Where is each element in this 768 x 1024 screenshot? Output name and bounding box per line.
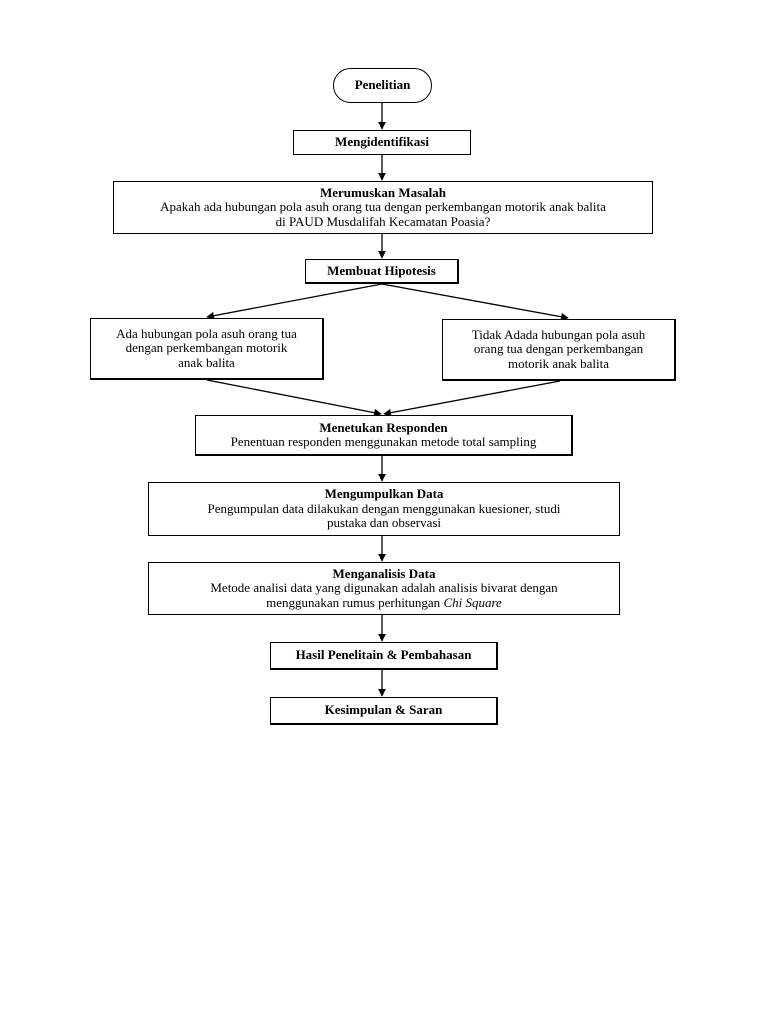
collect-line-1: Pengumpulan data dilakukan dengan menggu… xyxy=(207,500,561,516)
hypothesis-yes-line-2: dengan perkembangan motorik xyxy=(125,340,288,356)
hypothesis-yes-line-1: Ada hubungan pola asuh orang tua xyxy=(116,325,297,341)
start-terminal: Penelitian xyxy=(333,68,432,103)
analyze-line-1: Metode analisi data yang digunakan adala… xyxy=(210,580,558,596)
analyze-line-2-italic: Chi Square xyxy=(443,594,502,610)
analyze-box: Menganalisis Data Metode analisi data ya… xyxy=(148,562,620,615)
hypothesis-no-line-2: orang tua dengan perkembangan xyxy=(473,341,644,357)
problem-line-1: Apakah ada hubungan pola asuh orang tua … xyxy=(160,199,606,215)
arrow-no-to-respondents xyxy=(383,380,561,417)
respondents-title: Menetukan Responden xyxy=(319,419,448,435)
hypothesis-yes-line-3: anak balita xyxy=(178,354,235,370)
hypothesis-label: Membuat Hipotesis xyxy=(327,262,436,278)
respondents-line-1: Penentuan responden menggunakan metode t… xyxy=(230,434,537,449)
analyze-line-2: menggunakan rumus perhitungan Chi Square xyxy=(266,594,502,611)
hypothesis-no-line-3: motorik anak balita xyxy=(507,355,610,371)
problem-line-2: di PAUD Musdalifah Kecamatan Poasia? xyxy=(275,213,491,229)
conclusion-label: Kesimpulan & Saran xyxy=(324,702,443,718)
hypothesis-box: Membuat Hipotesis xyxy=(305,259,459,284)
arrow-hypothesis-to-no xyxy=(381,283,569,321)
identify-label: Mengidentifikasi xyxy=(335,134,429,150)
identify-box: Mengidentifikasi xyxy=(293,130,471,155)
hypothesis-yes-box: Ada hubungan pola asuh orang tua dengan … xyxy=(90,318,324,380)
collect-line-2: pustaka dan observasi xyxy=(326,515,442,531)
hypothesis-no-box: Tidak Adada hubungan pola asuh orang tua… xyxy=(442,319,676,381)
analyze-line-2-prefix: menggunakan rumus perhitungan xyxy=(266,594,444,610)
start-label: Penelitian xyxy=(354,77,411,93)
results-box: Hasil Penelitain & Pembahasan xyxy=(270,642,498,670)
hypothesis-no-line-1: Tidak Adada hubungan pola asuh xyxy=(471,326,646,342)
arrow-hypothesis-to-yes xyxy=(206,283,383,320)
collect-title: Mengumpulkan Data xyxy=(324,486,444,502)
collect-box: Mengumpulkan Data Pengumpulan data dilak… xyxy=(148,482,620,536)
analyze-title: Menganalisis Data xyxy=(332,565,436,581)
arrow-yes-to-respondents xyxy=(206,379,382,417)
problem-title: Merumuskan Masalah xyxy=(319,184,447,200)
results-label: Hasil Penelitain & Pembahasan xyxy=(295,647,472,663)
conclusion-box: Kesimpulan & Saran xyxy=(270,697,498,725)
respondents-box: Menetukan Responden Penentuan responden … xyxy=(195,415,573,456)
problem-box: Merumuskan Masalah Apakah ada hubungan p… xyxy=(113,181,653,234)
